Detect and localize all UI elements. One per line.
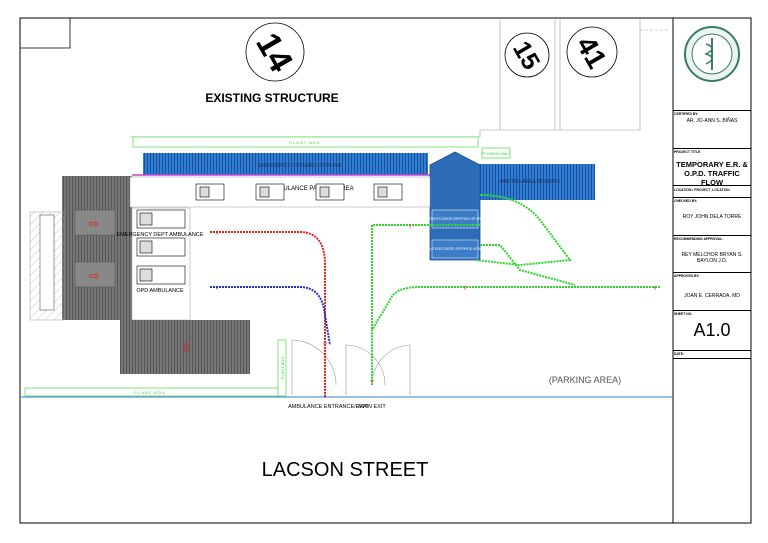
project-title-label: PROJECT TITLE xyxy=(674,150,701,154)
street-label: LACSON STREET xyxy=(262,459,429,481)
plant-box-bottom-label: PLANT BOX xyxy=(134,390,165,395)
covered-roofing xyxy=(143,153,428,175)
sheet-no-label: SHEET NO. xyxy=(674,312,693,316)
recommending-name: REY MELCHOR BRYAN S. BAYLON J.D. xyxy=(681,252,743,264)
checked-by-label: CHECKED BY: xyxy=(674,199,698,203)
hospital-seal-icon xyxy=(684,26,740,82)
employees-dropoff-area xyxy=(431,239,479,259)
building-14-marker xyxy=(245,22,305,82)
svg-text:‹: ‹ xyxy=(464,282,467,292)
ambulance-parking-label: AMBULANCE PARKING AREA xyxy=(270,186,353,192)
building-15-marker xyxy=(504,32,550,78)
plant-box-vertical-label: PLANT BOX xyxy=(280,356,285,379)
employees-route xyxy=(480,244,576,286)
svg-text:⌄: ⌄ xyxy=(368,374,376,384)
gate-swing-mid xyxy=(345,344,386,395)
ambulance-out-route xyxy=(210,286,331,346)
parked-ambulances xyxy=(136,183,403,285)
project-title: TEMPORARY E.R. & O.P.D. TRAFFIC FLOW xyxy=(676,160,748,187)
patients-dropoff-label: PATIENTS DROP-OFF/PICK UP AREA xyxy=(424,217,486,221)
waiting-area-label: WAITING AREA ROOFING xyxy=(500,179,560,185)
existing-structure-label: EXISTING STRUCTURE xyxy=(205,91,338,105)
main-exit-label: MAIN EXIT xyxy=(358,404,386,410)
parking-area-label: (PARKING AREA) xyxy=(549,375,621,385)
plywood-wall-label: PLYWOOD WALL xyxy=(482,152,510,156)
svg-text:‹: ‹ xyxy=(409,220,412,230)
plant-box-top-label: PLANT BOX xyxy=(289,140,320,145)
dropoff-vehicle-route xyxy=(371,224,480,330)
opd-arrow-icon: ⇨ xyxy=(89,268,100,283)
emergency-building-pad xyxy=(62,176,132,320)
er-arrow-icon: ⇨ xyxy=(89,216,100,231)
certified-by-label: CERTIFIED BY: xyxy=(674,112,699,116)
dropoff-roofing xyxy=(429,151,481,261)
ambulance-gate-label: AMBULANCE ENTRANCE/EXIT xyxy=(288,404,368,410)
svg-text:⌄: ⌄ xyxy=(321,337,329,347)
plywood-wall xyxy=(481,147,511,159)
gate-swing-left xyxy=(291,339,337,395)
svg-text:‹: ‹ xyxy=(216,282,219,292)
patients-dropoff-area xyxy=(431,209,479,229)
lower-gray-roof xyxy=(120,320,250,374)
opd-ambulance-label: OPD AMBULANCE xyxy=(136,288,184,294)
route-arrows: ‹ ‹ ⌄ ‹ ‹ ‹ ⌄ xyxy=(216,220,657,384)
svg-text:‹: ‹ xyxy=(216,227,219,237)
waiting-area-route xyxy=(474,194,572,267)
svg-text:‹: ‹ xyxy=(654,282,657,292)
approved-by-name: JOAN E. CERRADA, MD xyxy=(684,293,740,299)
gate-swing-right xyxy=(371,344,411,395)
certified-by-name: AR. JO-ANN S. BIÑAS xyxy=(686,118,738,124)
recommending-label: RECOMMENDING APPROVAL: xyxy=(674,237,724,241)
covered-roofing-label: EMERGENCY COVERED ROOFING xyxy=(259,163,342,169)
existing-structure-outline xyxy=(20,18,71,49)
checked-by-name: ROY JOHN DELA TORRE xyxy=(682,214,742,220)
employees-dropoff-label: EMPLOYEES DROP-OFF/PICK UP AREA xyxy=(422,247,489,251)
sheet-border xyxy=(19,17,752,524)
sheet-number: A1.0 xyxy=(693,320,731,340)
emergency-ambulance-label: EMERGENCY DEPT AMBULANCE xyxy=(117,232,204,238)
plant-box-vertical xyxy=(277,339,287,397)
waiting-area-roofing xyxy=(475,164,595,200)
site-boundary-line xyxy=(130,20,641,138)
opd-entrance-marker xyxy=(74,261,116,288)
building-41-marker xyxy=(566,26,618,78)
location-label: LOCATION / PROJECT_LOCATION xyxy=(674,188,730,192)
ambulance-in-route xyxy=(210,231,326,398)
date-label: DATE: xyxy=(674,352,685,356)
entry-door xyxy=(39,214,55,311)
er-entrance-marker xyxy=(74,209,116,236)
approved-by-label: APPROVED BY: xyxy=(674,274,700,278)
main-vehicle-route xyxy=(371,286,660,385)
lower-roof-arrow-icon: ⇧ xyxy=(181,340,192,355)
plant-box-top xyxy=(132,136,479,148)
